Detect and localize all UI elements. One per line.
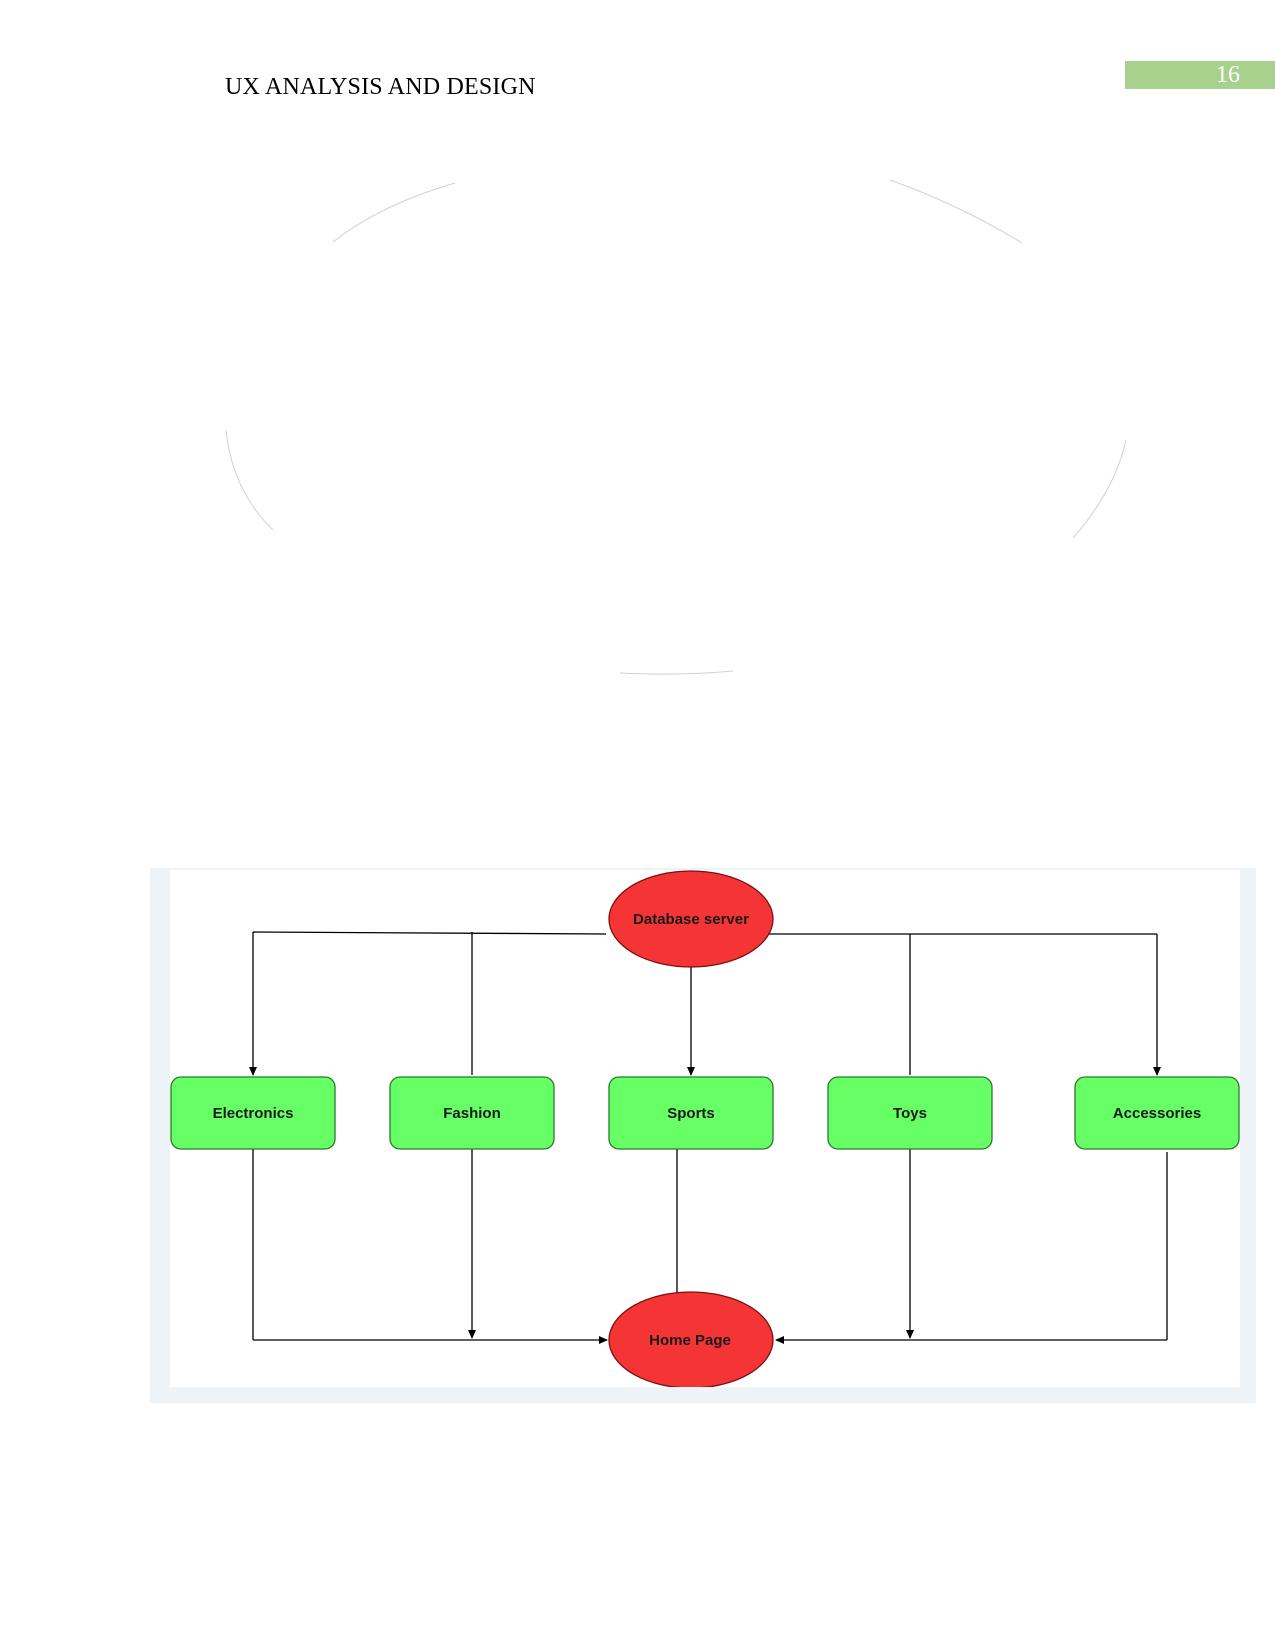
category-node-toys: Toys xyxy=(827,1076,993,1150)
category-node-electronics: Electronics xyxy=(170,1076,336,1150)
faint-decorative-arcs xyxy=(225,179,1127,675)
page-number: 16 xyxy=(1216,62,1240,88)
category-node-sports: Sports xyxy=(608,1076,774,1150)
page-number-box: 16 xyxy=(1125,61,1275,89)
home-page-label: Home Page xyxy=(649,1332,731,1349)
page-header-title: UX ANALYSIS AND DESIGN xyxy=(225,74,536,100)
database-server-label: Database server xyxy=(633,911,749,928)
diagram-canvas: Database server Electronics Fashion Spor… xyxy=(170,870,1240,1387)
category-label-electronics: Electronics xyxy=(213,1105,294,1122)
category-label-toys: Toys xyxy=(893,1105,927,1122)
category-label-sports: Sports xyxy=(667,1105,715,1122)
connector-lines xyxy=(249,931,1168,1344)
flow-diagram: Database server Electronics Fashion Spor… xyxy=(170,870,1240,1387)
diagram-frame: Database server Electronics Fashion Spor… xyxy=(150,868,1256,1403)
connector-db-left xyxy=(252,931,607,935)
category-node-accessories: Accessories xyxy=(1074,1076,1240,1150)
category-node-fashion: Fashion xyxy=(389,1076,555,1150)
category-label-fashion: Fashion xyxy=(443,1105,501,1122)
home-page-node: Home Page xyxy=(608,1291,774,1387)
database-server-node: Database server xyxy=(608,870,774,968)
category-label-accessories: Accessories xyxy=(1113,1105,1201,1122)
